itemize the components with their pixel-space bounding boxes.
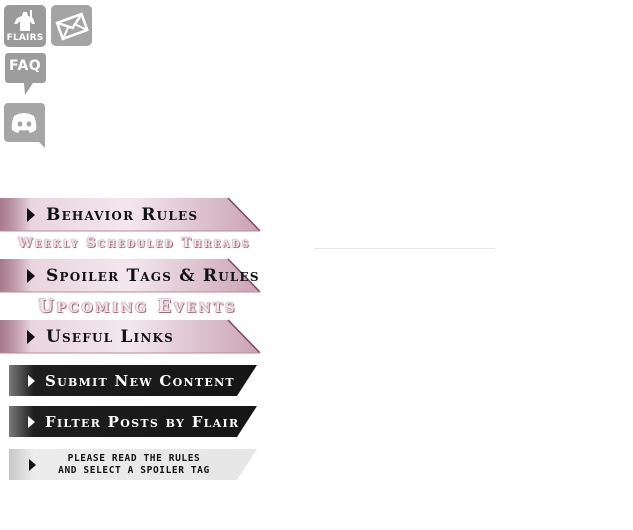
faq-button[interactable]: FAQ: [4, 52, 47, 96]
notice-line-2: AND SELECT A SPOILER TAG: [58, 465, 210, 476]
triangle-icon: [27, 208, 35, 222]
notice-line-1: PLEASE READ THE RULES: [67, 453, 201, 464]
spoiler-tags-banner[interactable]: Spoiler Tags & Rules: [0, 258, 262, 294]
banner-background: [0, 319, 261, 354]
message-mods-button[interactable]: [51, 5, 92, 46]
notice-text: PLEASE READ THE RULES AND SELECT A SPOIL…: [49, 449, 219, 481]
notice-background: [9, 449, 257, 480]
flairs-button[interactable]: FLAIRS: [4, 5, 46, 47]
discord-button[interactable]: [4, 103, 45, 149]
triangle-icon: [27, 330, 35, 344]
filter-posts-button[interactable]: Filter Posts by Flair: [9, 406, 259, 438]
triangle-icon: [28, 375, 35, 387]
figure-icon: [14, 9, 35, 31]
banner-background: [0, 258, 261, 293]
behavior-rules-label: Behavior Rules: [46, 205, 199, 225]
triangle-icon: [29, 459, 36, 471]
banner-background: [9, 406, 257, 437]
submit-content-label: Submit New Content: [45, 372, 235, 390]
faq-label: FAQ: [9, 58, 42, 74]
triangle-icon: [27, 269, 35, 283]
submit-content-button[interactable]: Submit New Content: [9, 365, 259, 397]
banner-background: [0, 197, 261, 232]
speech-bubble-icon: [5, 53, 46, 95]
useful-links-label: Useful Links: [46, 327, 175, 347]
triangle-icon: [28, 416, 35, 428]
weekly-threads-link[interactable]: Weekly Scheduled Threads: [18, 236, 251, 251]
divider: [314, 248, 495, 249]
mail-icon: [54, 11, 89, 41]
upcoming-events-link[interactable]: Upcoming Events: [38, 296, 238, 317]
filter-posts-label: Filter Posts by Flair: [45, 413, 240, 431]
behavior-rules-banner[interactable]: Behavior Rules: [0, 197, 262, 233]
rules-notice[interactable]: PLEASE READ THE RULES AND SELECT A SPOIL…: [9, 449, 259, 481]
discord-icon: [4, 103, 45, 148]
banner-background: [9, 365, 257, 396]
spoiler-tags-label: Spoiler Tags & Rules: [46, 266, 260, 286]
flairs-label: FLAIRS: [6, 32, 44, 43]
useful-links-banner[interactable]: Useful Links: [0, 319, 262, 355]
